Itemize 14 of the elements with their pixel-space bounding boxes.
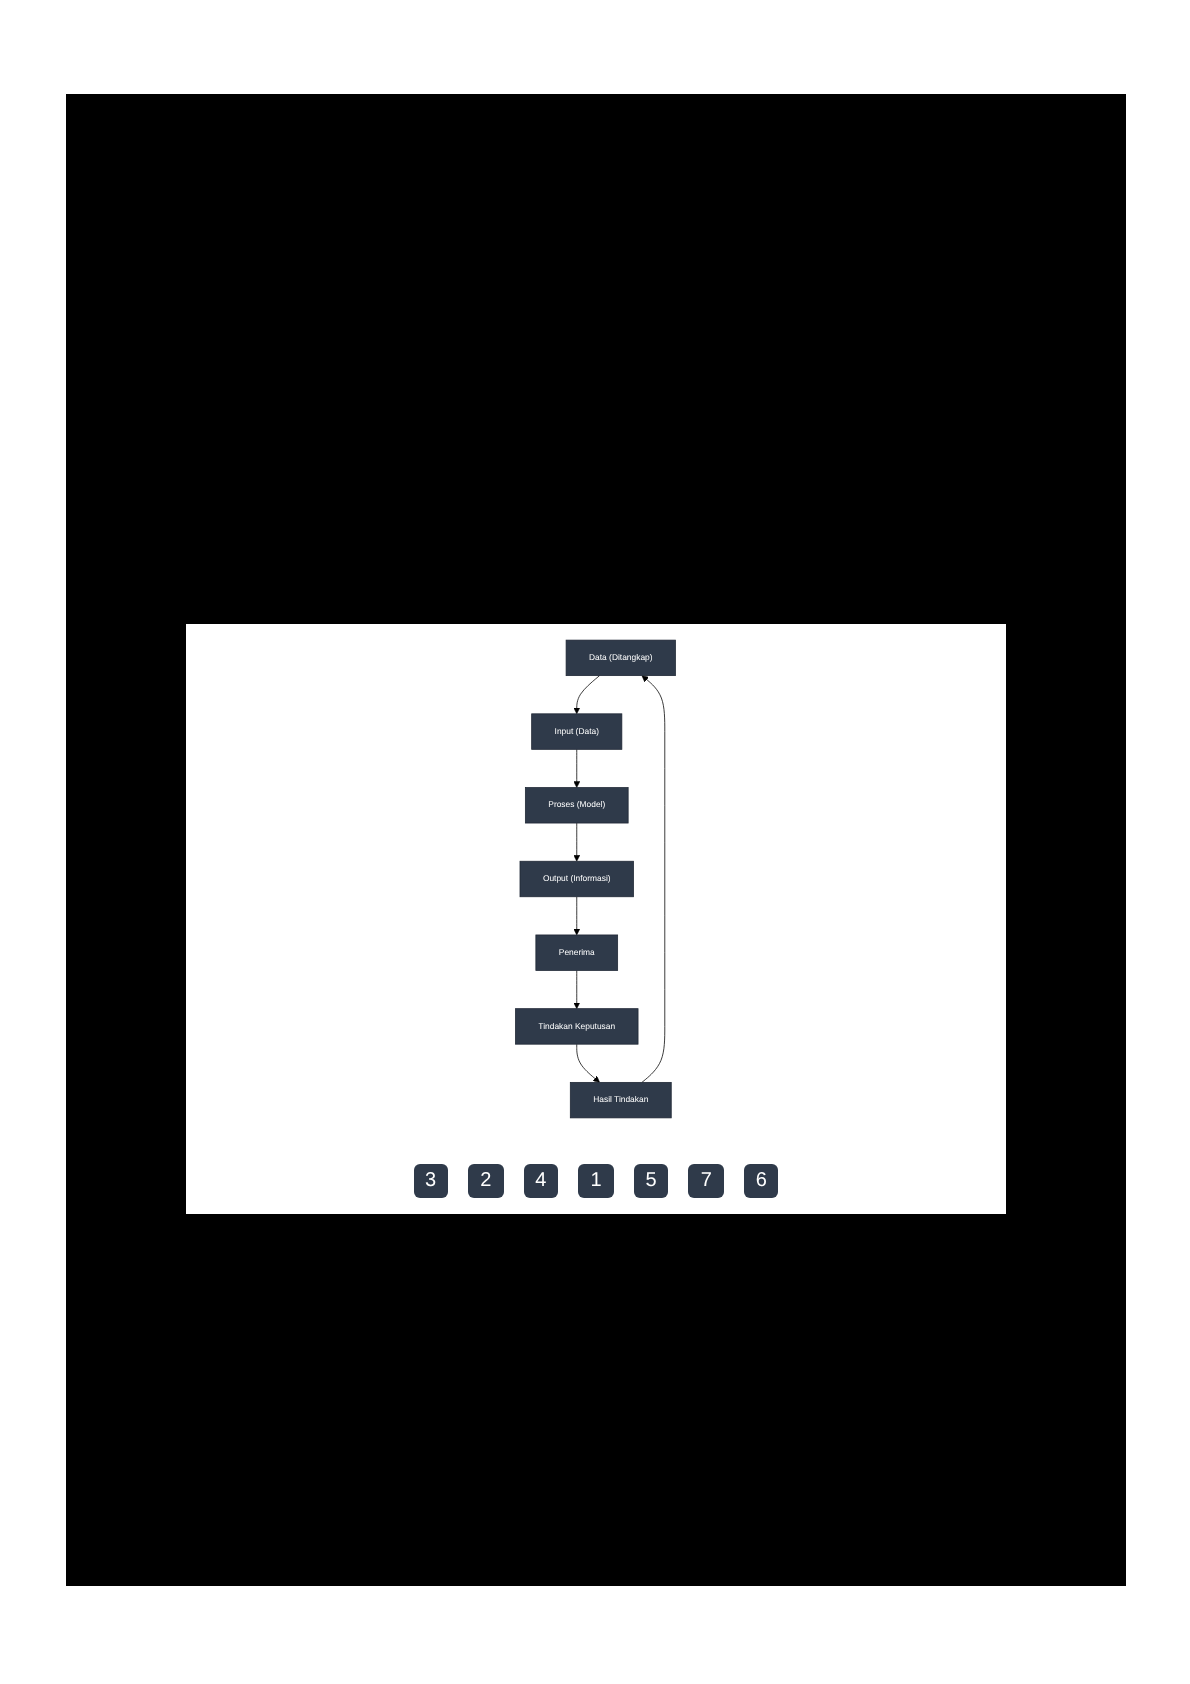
node-box [536,934,619,971]
node-box [570,1082,673,1119]
node-box [531,713,623,750]
step-number: 2 [468,1164,504,1198]
step-number: 3 [413,1164,449,1198]
node-box [515,1008,639,1045]
node-box [525,787,630,824]
node-box [566,639,677,676]
step-number: 4 [523,1164,559,1198]
step-number: 6 [743,1164,779,1198]
step-number: 5 [633,1164,669,1198]
node-box [520,860,635,898]
step-number: 1 [578,1164,614,1198]
step-number: 7 [688,1164,724,1198]
